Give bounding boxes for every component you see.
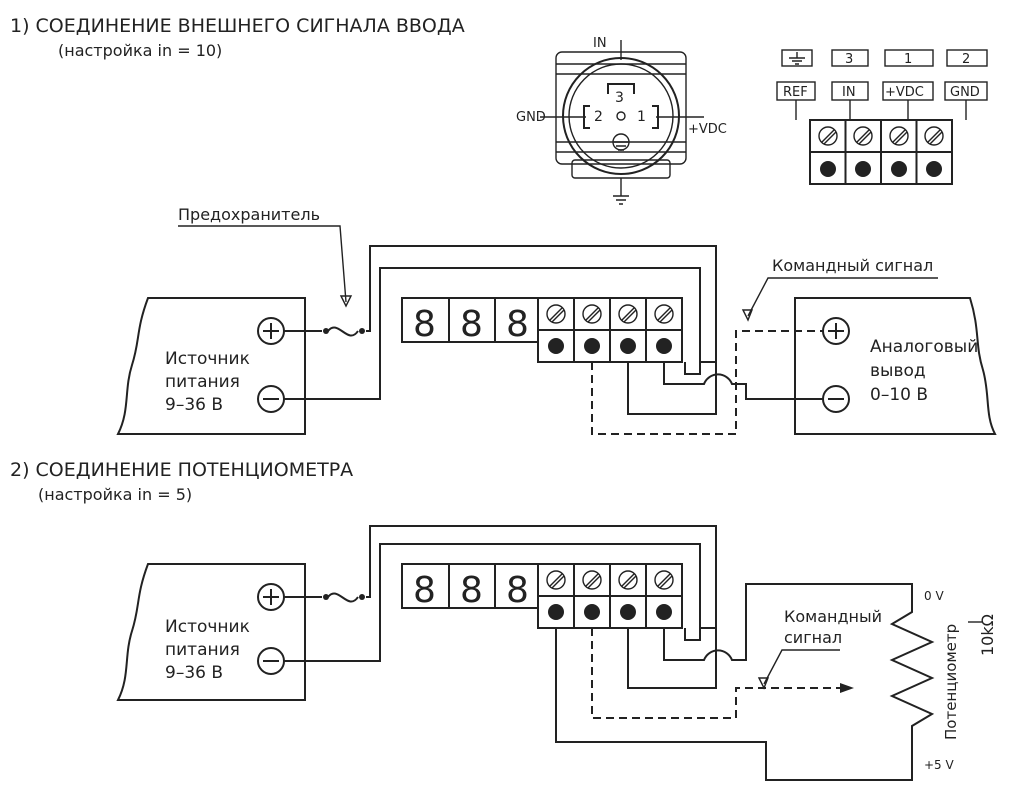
screw-icon [546,304,566,324]
power-source-line1: Источник [165,349,250,369]
display-digit-2: 8 [460,304,483,345]
resistance-label: 10kΩ [978,614,997,656]
analog-output-line1: Аналоговый [870,337,978,357]
minus-terminal-icon [257,647,285,675]
terminal-label-gnd: GND [950,85,980,100]
minus-terminal-icon [257,385,285,413]
screw-icon [654,304,674,324]
analog-output-line3: 0–10 В [870,385,928,405]
power-source2-line3: 9–36 В [165,663,223,683]
wires-section1 [284,245,823,435]
display2-digit-2: 8 [460,570,483,611]
screw-icon [924,126,944,146]
screw-icon [889,126,909,146]
plus-terminal-icon [257,317,285,345]
plus-terminal-icon [257,583,285,611]
screw-icon [818,126,838,146]
power-source-line2: питания [165,372,240,392]
power-source-line3: 9–36 В [165,395,223,415]
screw-icon [582,304,602,324]
analog-output-line2: вывод [870,361,926,381]
wires-section2 [284,525,913,781]
screw-icon [853,126,873,146]
connector-pin3: 3 [615,90,624,106]
plus-terminal-icon [822,317,850,345]
potentiometer-label: Потенциометр [942,624,960,740]
command-signal2-line1: Командный [784,607,882,626]
terminal-label-in: IN [842,85,856,100]
screw-icon [618,570,638,590]
screw-icon [618,304,638,324]
connector-in-label: IN [593,36,607,51]
screw-icon [582,570,602,590]
potentiometer-resistor [889,598,982,742]
pin-number-2: 2 [962,52,970,67]
zero-volt-label: 0 V [924,589,944,603]
screw-icon [546,570,566,590]
pin-number-3: 3 [845,52,853,67]
terminal-label-ref: REF [783,85,808,100]
section1-setting: (настройка in = 10) [58,41,222,60]
power-source2-line2: питания [165,640,240,660]
connector-plug [540,40,704,205]
connector-pin2: 2 [594,109,603,125]
section2-setting: (настройка in = 5) [38,485,192,504]
device-1 [401,297,683,363]
pin-number-1: 1 [904,52,912,67]
terminal-label-row [776,81,988,101]
section1-heading: 1) СОЕДИНЕНИЕ ВНЕШНЕГО СИГНАЛА ВВОДА [10,15,465,37]
connector-vdc-label: +VDC [688,122,727,137]
display-digit-3: 8 [506,304,529,345]
display2-digit-3: 8 [506,570,529,611]
device-2 [401,563,683,629]
fuse-label: Предохранитель [178,205,320,224]
command-signal-label: Командный сигнал [772,256,933,275]
plus5v-label: +5 V [924,758,955,772]
display-digit-1: 8 [413,304,436,345]
terminal-label-vdc: +VDC [885,85,924,100]
connector-pin1: 1 [637,109,646,125]
terminal-block-top [795,100,967,185]
command-signal2-line2: сигнал [784,628,842,647]
pin-number-row [781,49,988,67]
power-source2-line1: Источник [165,617,250,637]
section2-heading: 2) СОЕДИНЕНИЕ ПОТЕНЦИОМЕТРА [10,459,353,481]
screw-icon [654,570,674,590]
connector-gnd-label: GND [516,110,546,125]
minus-terminal-icon [822,385,850,413]
display2-digit-1: 8 [413,570,436,611]
